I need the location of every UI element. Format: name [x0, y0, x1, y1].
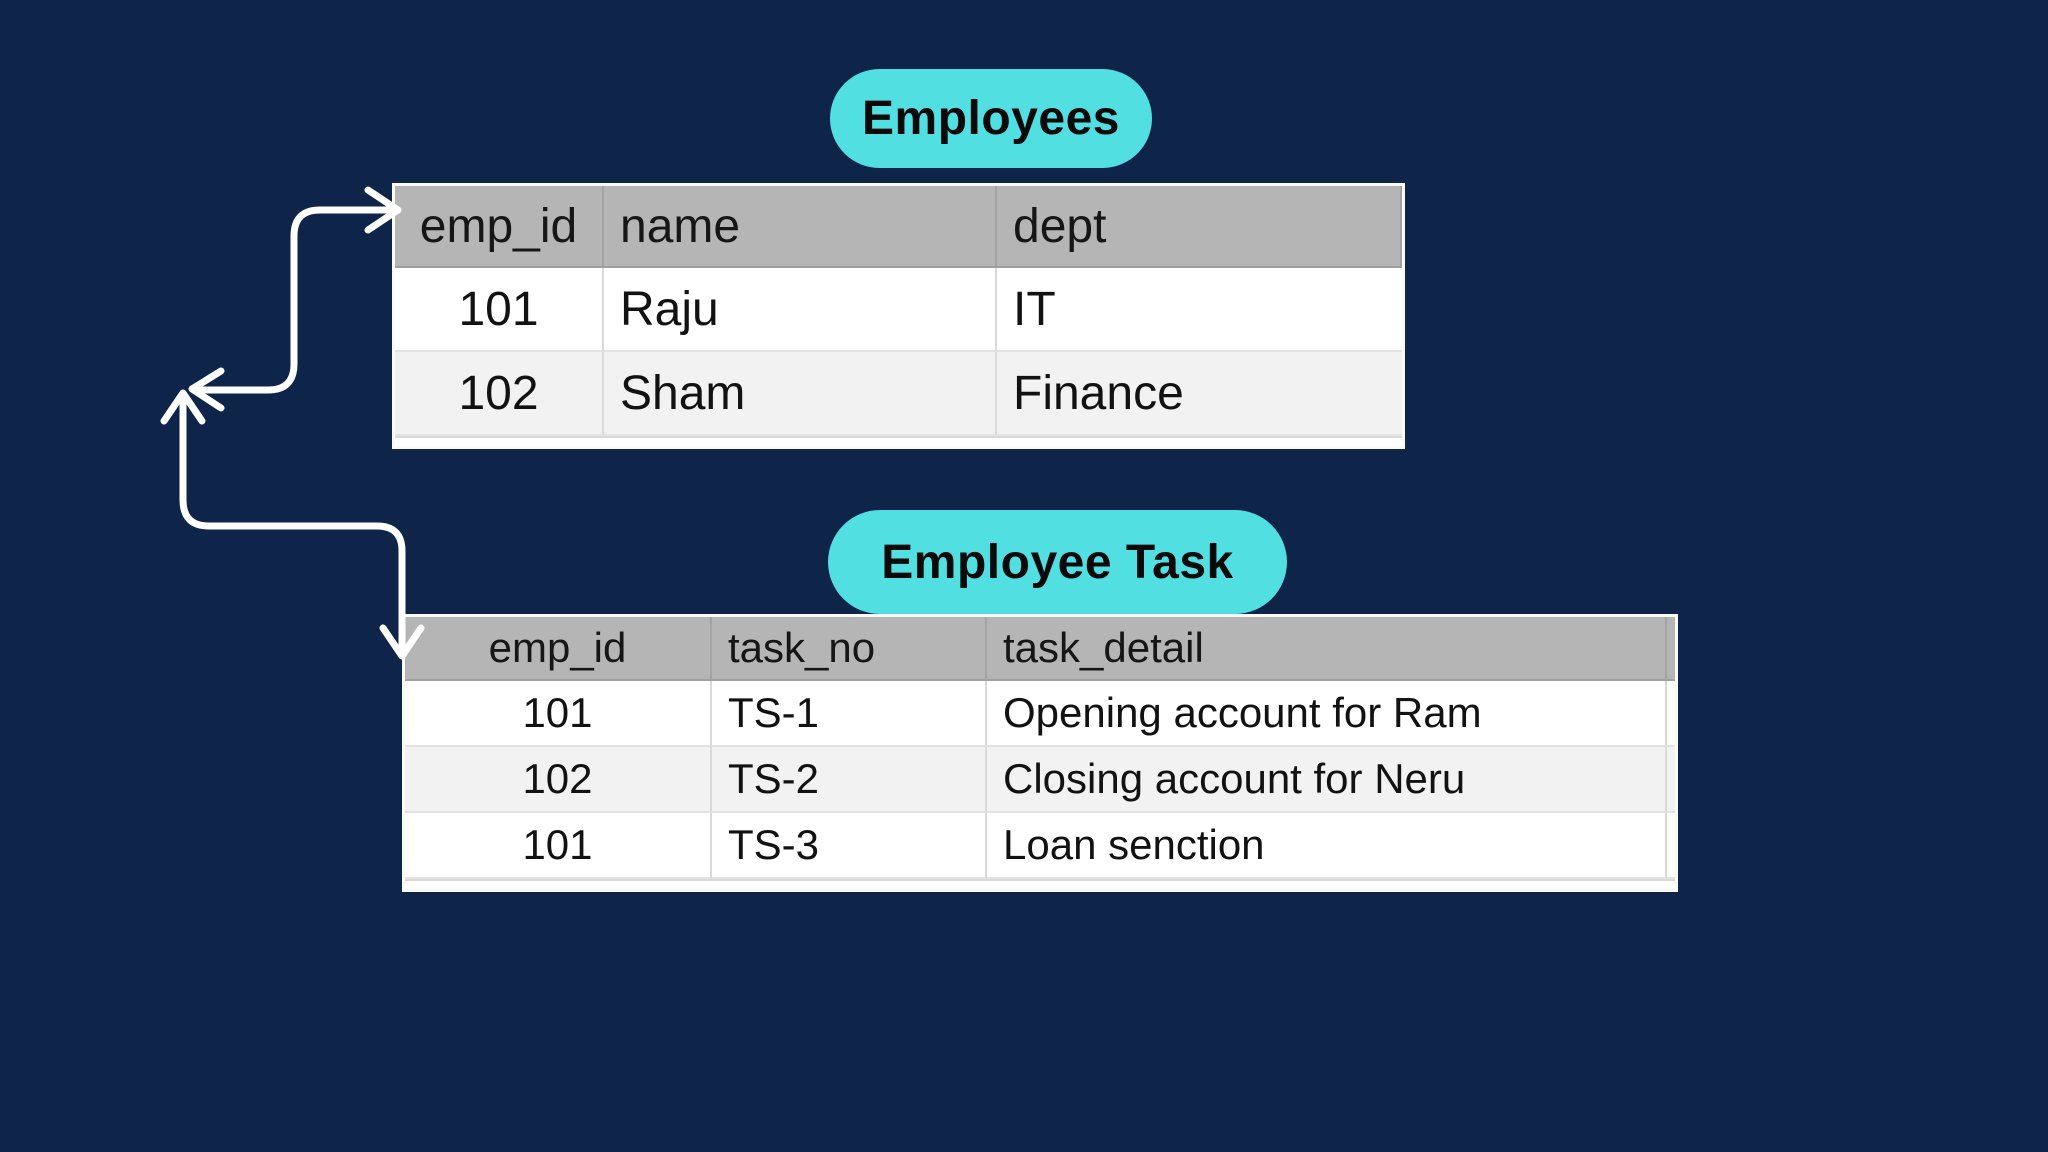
employees-connector-line: [192, 206, 398, 394]
task-header-emp-id: emp_id: [405, 617, 712, 681]
cell-task-no: TS-1: [712, 681, 987, 747]
cell-emp-id: 101: [405, 813, 712, 879]
cropped-column-sliver: [1667, 617, 1675, 681]
cell-task-no: TS-3: [712, 813, 987, 879]
employees-header-row: emp_id name dept: [395, 186, 1402, 268]
employee-task-header-row: emp_id task_no task_detail: [405, 617, 1675, 681]
task-header-task-detail: task_detail: [987, 617, 1667, 681]
cell-task-detail: Closing account for Neru: [987, 747, 1667, 813]
task-header-task-no: task_no: [712, 617, 987, 681]
employees-header-dept: dept: [997, 186, 1402, 268]
cell-task-no: TS-2: [712, 747, 987, 813]
arrow-left-icon: [188, 367, 225, 412]
arrow-up-icon: [160, 389, 206, 425]
cell-task-detail: Opening account for Ram: [987, 681, 1667, 747]
task-connector-line: [179, 393, 406, 655]
cropped-column-sliver: [1667, 813, 1675, 879]
table-row: 102 TS-2 Closing account for Neru: [405, 747, 1675, 813]
employees-header-emp-id: emp_id: [395, 186, 604, 268]
cell-emp-id: 101: [395, 268, 604, 352]
cropped-column-sliver: [1667, 681, 1675, 747]
employee-task-title-label: Employee Task: [881, 535, 1234, 589]
employees-table: emp_id name dept 101 Raju IT 102 Sham Fi…: [392, 183, 1405, 449]
cell-dept: Finance: [997, 352, 1402, 436]
employees-header-name: name: [604, 186, 997, 268]
cell-emp-id: 102: [395, 352, 604, 436]
employees-title-label: Employees: [862, 92, 1120, 145]
table-row: 101 TS-1 Opening account for Ram: [405, 681, 1675, 747]
cell-dept: IT: [997, 268, 1402, 352]
cropped-row-sliver: [405, 879, 1675, 889]
cell-name: Sham: [604, 352, 997, 436]
cropped-column-sliver: [1667, 747, 1675, 813]
employees-table-title: Employees: [830, 69, 1152, 168]
cell-name: Raju: [604, 268, 997, 352]
cell-emp-id: 101: [405, 681, 712, 747]
cell-emp-id: 102: [405, 747, 712, 813]
employee-task-table-title: Employee Task: [828, 510, 1287, 614]
table-row: 102 Sham Finance: [395, 352, 1402, 436]
table-row: 101 Raju IT: [395, 268, 1402, 352]
employee-task-table: emp_id task_no task_detail 101 TS-1 Open…: [402, 614, 1678, 892]
table-row: 101 TS-3 Loan senction: [405, 813, 1675, 879]
cell-task-detail: Loan senction: [987, 813, 1667, 879]
cropped-row-sliver: [395, 436, 1402, 446]
